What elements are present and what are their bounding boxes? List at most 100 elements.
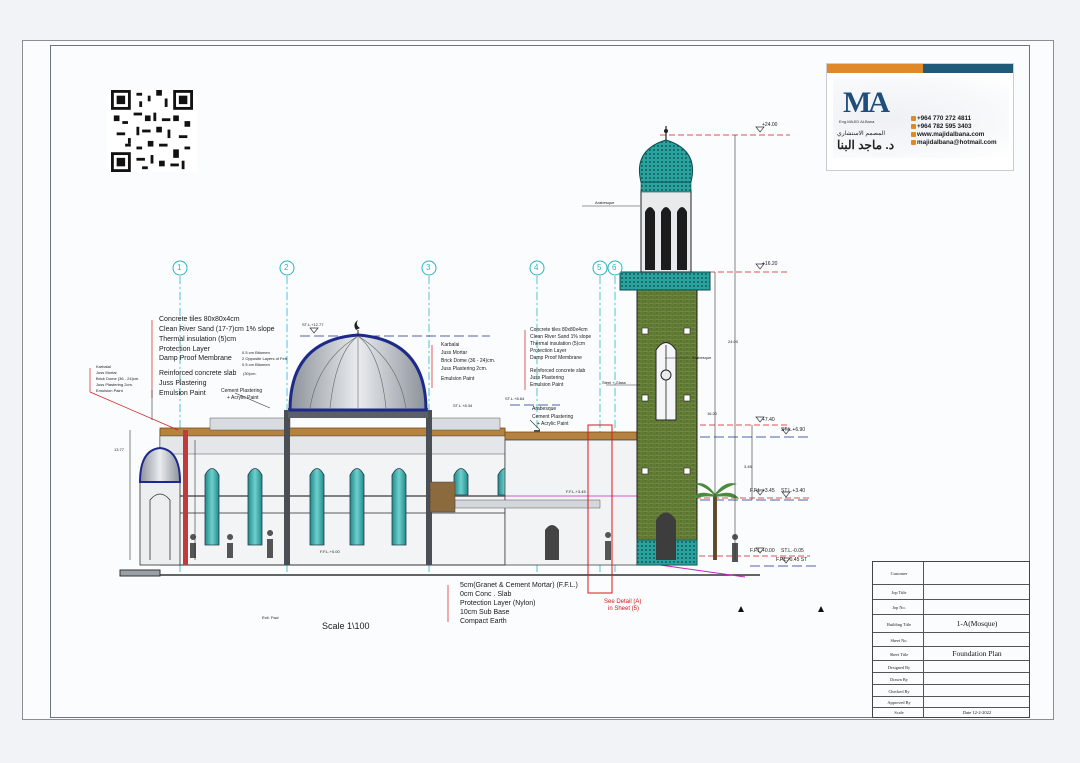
title-block: Customer Jop Title Jop No. Building Titl… xyxy=(872,561,1030,718)
grid-marker-1: 1 xyxy=(177,263,182,272)
dome-note-1: Karbalai xyxy=(441,342,460,348)
minaret-arabesque-top: Arabesque xyxy=(595,200,615,205)
level-minaret-balcony: +16.20 xyxy=(762,261,778,267)
title-block-divider xyxy=(923,562,924,717)
leader-lines-black xyxy=(151,205,690,431)
level-ffl-000: F.F.L.+0.00 xyxy=(750,548,775,554)
dome-note-4: Juss Plastering 2cm. xyxy=(441,366,488,372)
leader-lines xyxy=(89,320,526,622)
logo-monogram: MA xyxy=(843,86,890,119)
plaster-a-2: + Acrylic Paint xyxy=(227,395,259,401)
logo-phone-1: +964 770 272 4811 xyxy=(917,115,972,122)
title-block-key: Approved By xyxy=(887,700,911,705)
roof-note-4: Protection Layer xyxy=(159,346,210,353)
level-ffl-345-mid: F.F.L.+3.45 xyxy=(566,489,586,494)
detail-callout-box xyxy=(587,424,613,594)
title-block-key: Customer xyxy=(890,571,908,576)
sheet-title-value: Foundation Plan xyxy=(952,649,1002,658)
building-title-value: 1-A(Mosque) xyxy=(956,619,998,628)
dim-2400: 24.00 xyxy=(728,339,739,344)
drawing-frame xyxy=(50,45,1030,718)
title-block-row: Jop Title xyxy=(873,585,1029,600)
logo-website: www.majidalbana.com xyxy=(917,131,985,138)
title-block-key: Checked By xyxy=(888,689,910,694)
roof-right-note-6: Reinforced concrete slab xyxy=(530,368,586,374)
roof-right-note-8: Emulsion Paint xyxy=(530,382,564,388)
roof-note-7: Juss Plastering xyxy=(159,380,207,387)
title-block-row: Checked By xyxy=(873,685,1029,697)
plaster-b-2: Cement Plastering xyxy=(532,414,574,420)
dim-1377: 13.77 xyxy=(114,447,125,452)
title-block-key: Building Title xyxy=(887,622,911,627)
side-dome-note-3: Brick Dome (36 - 24)cm. xyxy=(96,376,140,381)
roof-right-note-5: Damp Proof Membrane xyxy=(530,355,582,361)
roof-right-note-1: Concrete tiles 80x80x4cm xyxy=(530,327,588,333)
dome-note-3: Brick Dome (36 - 24)cm. xyxy=(441,358,496,364)
title-block-key: Drawn By xyxy=(890,677,908,682)
logo-bar-orange xyxy=(827,64,923,73)
level-markers xyxy=(309,126,791,564)
level-dome-top: ST.L.+12.77 xyxy=(302,322,324,327)
logo-arabic-title: المصمم الاستشاري xyxy=(837,131,885,137)
world-map-background xyxy=(833,78,1009,158)
date-value: Date 12-2-2022 xyxy=(962,710,992,715)
roof-note-8: Emulsion Paint xyxy=(159,390,206,397)
minaret xyxy=(619,126,711,566)
logo-email: majidalbana@hotmail.com xyxy=(917,139,997,146)
level-st-834: ST.L.+8.34 xyxy=(453,403,473,408)
level-st-690: ST.L.+6.90 xyxy=(781,427,806,433)
level-740: +7.40 xyxy=(762,417,775,423)
logo-arabic-name: د. ماجد البنا xyxy=(837,138,895,152)
dim-345: 3.45 xyxy=(744,464,752,469)
detail-ref-line-1: See Detail (A) xyxy=(604,599,642,605)
roof-right-note-7: Juss Plastering xyxy=(530,375,564,381)
qr-code-icon xyxy=(107,90,197,172)
hall-windows xyxy=(204,468,513,546)
minaret-arabesque-mid: Arabesque xyxy=(692,355,712,360)
title-block-key: Sheet Title xyxy=(889,652,909,657)
roof-right-note-3: Thermal insulation (5)cm xyxy=(530,341,586,347)
plaster-b-3: + Acrylic Paint xyxy=(537,421,569,427)
grid-marker-4: 4 xyxy=(534,263,539,272)
scale-label: Scale 1\100 xyxy=(322,621,370,631)
level-st-340: ST.L.+3.40 xyxy=(781,488,806,494)
dome-note-5: Emulsion Paint xyxy=(441,376,475,382)
grid-marker-2: 2 xyxy=(284,263,289,272)
phone-icon xyxy=(911,116,916,121)
roof-right-note-4: Protection Layer xyxy=(530,348,567,354)
level-ffl-000-mid: F.F.L.+0.00 xyxy=(320,549,340,554)
dome-note-2: Juss Mortar xyxy=(441,350,468,356)
title-block-key: Sheet No. xyxy=(890,638,908,643)
mail-icon xyxy=(911,140,916,145)
plaster-a-1: Cement Plastering xyxy=(221,388,263,394)
firm-logo-card: MA Eng.MAJID ALBana المصمم الاستشاري د. … xyxy=(826,63,1014,171)
title-block-row: Designed By xyxy=(873,661,1029,673)
side-dome-note-2: Juss Mortar xyxy=(96,370,117,375)
grid-marker-circles xyxy=(172,260,623,276)
title-block-key: Designed By xyxy=(887,665,911,670)
title-block-row: Building Title 1-A(Mosque) xyxy=(873,615,1029,633)
logo-tagline: Eng.MAJID ALBana xyxy=(839,119,875,124)
level-ffl-neg045: F.F.L.-0.45 ST xyxy=(776,557,808,563)
side-dome xyxy=(138,446,182,566)
membrane-sub-3: 0.5 cm Bitumen xyxy=(242,362,270,367)
floor-note-2: 0cm Conc . Slab xyxy=(460,591,512,598)
section-marks xyxy=(738,606,824,612)
side-dome-note-5: Emulsion Paint xyxy=(96,388,123,393)
dimension-lines xyxy=(129,135,753,560)
slab-thickness: (30)cm. xyxy=(243,371,257,376)
plaster-b-1: Arabesque xyxy=(532,406,557,412)
title-block-row: Approved By xyxy=(873,697,1029,708)
title-block-key: Jop Title xyxy=(891,590,907,595)
title-block-row: Sheet No. xyxy=(873,633,1029,647)
membrane-sub-2: 2 Opposite Layers of Felt xyxy=(242,356,287,361)
exit-label: Exit. Fwd xyxy=(262,615,279,620)
floor-note-4: 10cm Sub Base xyxy=(460,609,510,616)
roof-right-note-2: Clean River Sand 1% slope xyxy=(530,334,592,340)
title-block-key: Scale xyxy=(894,710,904,715)
dim-1620: 16.20 xyxy=(707,411,718,416)
grid-marker-6: 6 xyxy=(612,263,617,272)
whatsapp-icon xyxy=(911,124,916,129)
title-block-row: Customer xyxy=(873,562,1029,585)
floor-note-1: 5cm(Granet & Cement Mortar) (F.F.L.) xyxy=(460,582,578,589)
